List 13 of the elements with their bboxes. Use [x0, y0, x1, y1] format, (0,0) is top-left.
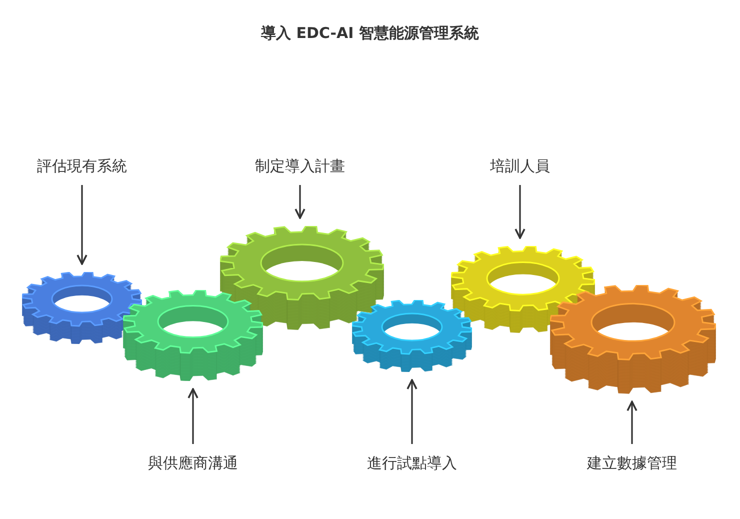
- arrow: [76, 185, 88, 265]
- arrow: [514, 185, 526, 239]
- arrow: [294, 185, 306, 219]
- diagram-title: 導入 EDC-AI 智慧能源管理系統: [260, 23, 480, 44]
- arrow: [626, 400, 638, 444]
- step-label: 與供應商溝通: [123, 452, 263, 474]
- step-label: 制定導入計畫: [230, 155, 370, 177]
- step-label: 評估現有系統: [12, 155, 152, 177]
- step-label: 建立數據管理: [562, 452, 702, 474]
- arrow: [188, 388, 198, 444]
- arrow: [406, 379, 418, 444]
- step-label: 進行試點導入: [342, 452, 482, 474]
- step-label: 培訓人員: [450, 155, 590, 177]
